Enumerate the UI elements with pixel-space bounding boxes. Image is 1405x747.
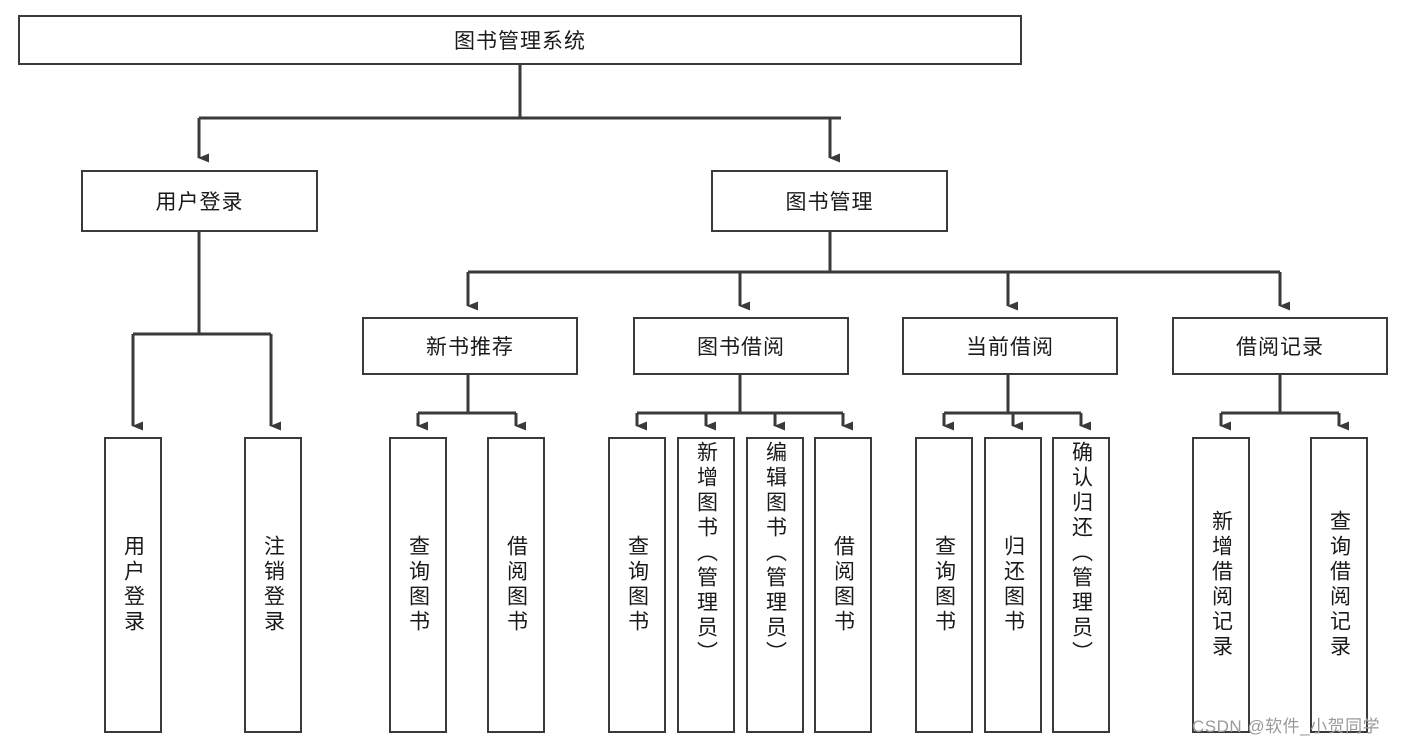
node-leaf-query-book-2-label: 查询图书 xyxy=(625,535,649,635)
node-leaf-borrow-book-2-label: 借阅图书 xyxy=(831,535,855,635)
node-leaf-query-book-2[interactable]: 查询图书 xyxy=(608,437,666,733)
node-user-login-label: 用户登录 xyxy=(155,191,244,214)
node-leaf-confirm-return[interactable]: 确认归还（管理员） xyxy=(1052,437,1110,733)
node-leaf-borrow-book-1-label: 借阅图书 xyxy=(504,535,528,635)
node-new-book-rec[interactable]: 新书推荐 xyxy=(362,317,578,375)
node-book-borrow-label: 图书借阅 xyxy=(697,336,785,359)
node-leaf-query-book-1-label: 查询图书 xyxy=(406,535,430,635)
node-leaf-edit-book-label: 编辑图书（管理员） xyxy=(763,441,787,666)
node-leaf-return-book-label: 归还图书 xyxy=(1001,535,1025,635)
node-leaf-user-login-label: 用户登录 xyxy=(121,535,145,635)
node-leaf-confirm-return-label: 确认归还（管理员） xyxy=(1069,441,1093,666)
node-leaf-query-record[interactable]: 查询借阅记录 xyxy=(1310,437,1368,733)
node-current-borrow-label: 当前借阅 xyxy=(966,336,1054,359)
node-borrow-record-label: 借阅记录 xyxy=(1236,336,1324,359)
node-borrow-record[interactable]: 借阅记录 xyxy=(1172,317,1388,375)
node-leaf-add-record[interactable]: 新增借阅记录 xyxy=(1192,437,1250,733)
node-leaf-query-book-3[interactable]: 查询图书 xyxy=(915,437,973,733)
node-root[interactable]: 图书管理系统 xyxy=(18,15,1022,65)
node-book-borrow[interactable]: 图书借阅 xyxy=(633,317,849,375)
node-leaf-logout[interactable]: 注销登录 xyxy=(244,437,302,733)
node-leaf-query-book-3-label: 查询图书 xyxy=(932,535,956,635)
node-book-manage-label: 图书管理 xyxy=(785,191,874,214)
node-leaf-borrow-book-2[interactable]: 借阅图书 xyxy=(814,437,872,733)
node-current-borrow[interactable]: 当前借阅 xyxy=(902,317,1118,375)
node-leaf-add-record-label: 新增借阅记录 xyxy=(1209,510,1233,660)
node-leaf-borrow-book-1[interactable]: 借阅图书 xyxy=(487,437,545,733)
node-user-login[interactable]: 用户登录 xyxy=(81,170,318,232)
node-root-label: 图书管理系统 xyxy=(454,30,586,53)
watermark-text: CSDN @软件_小贺同学 xyxy=(1192,717,1381,736)
node-leaf-return-book[interactable]: 归还图书 xyxy=(984,437,1042,733)
node-book-manage[interactable]: 图书管理 xyxy=(711,170,948,232)
node-new-book-rec-label: 新书推荐 xyxy=(426,336,514,359)
node-leaf-user-login[interactable]: 用户登录 xyxy=(104,437,162,733)
node-leaf-query-record-label: 查询借阅记录 xyxy=(1327,510,1351,660)
node-leaf-query-book-1[interactable]: 查询图书 xyxy=(389,437,447,733)
node-leaf-edit-book[interactable]: 编辑图书（管理员） xyxy=(746,437,804,733)
node-leaf-logout-label: 注销登录 xyxy=(261,535,285,635)
node-leaf-add-book[interactable]: 新增图书（管理员） xyxy=(677,437,735,733)
node-leaf-add-book-label: 新增图书（管理员） xyxy=(694,441,718,666)
